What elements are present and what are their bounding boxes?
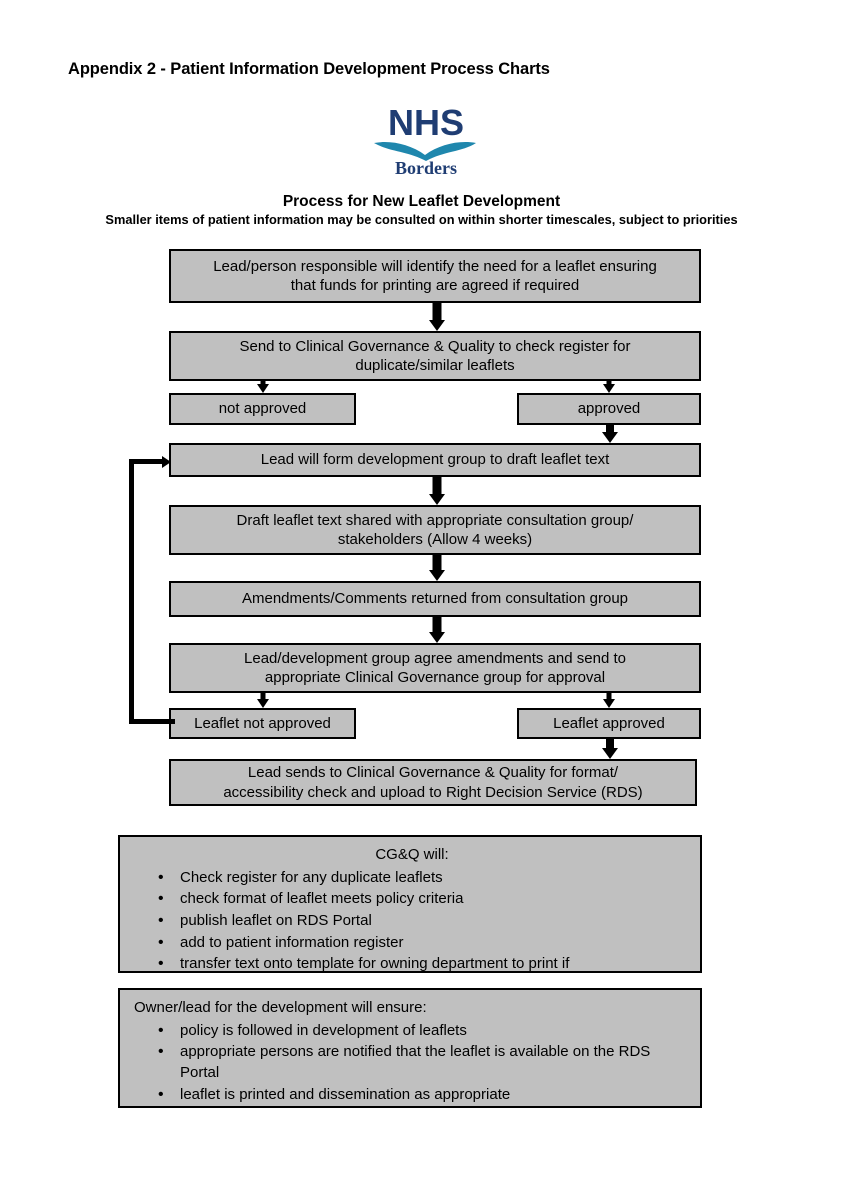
flow-box-step6-line2: appropriate Clinical Governance group fo… — [264, 669, 606, 686]
flow-box-step7-line1: Lead sends to Clinical Governance & Qual… — [247, 764, 619, 781]
panel-owner-lead-list: policy is followed in development of lea… — [134, 1020, 690, 1106]
flow-box-step1-line2: that funds for printing are agreed if re… — [290, 277, 580, 294]
flow-box-step5: Amendments/Comments returned from consul… — [169, 581, 701, 617]
panel-owner-lead-heading: Owner/lead for the development will ensu… — [134, 999, 427, 1016]
flow-box-step7: Lead sends to Clinical Governance & Qual… — [169, 759, 697, 806]
list-item: appropriate persons are notified that th… — [158, 1041, 690, 1083]
flow-box-step2: Send to Clinical Governance & Quality to… — [169, 331, 701, 381]
flow-box-leaflet-not-approved-label: Leaflet not approved — [194, 714, 331, 732]
flow-box-step6: Lead/development group agree amendments … — [169, 643, 701, 693]
flow-box-step3-label: Lead will form development group to draf… — [260, 451, 610, 469]
nhs-swoosh-icon — [374, 142, 476, 161]
list-item: check format of leaflet meets policy cri… — [158, 888, 690, 910]
list-item: Check register for any duplicate leaflet… — [158, 867, 690, 889]
flow-box-leaflet-approved-label: Leaflet approved — [553, 714, 665, 732]
flow-box-step4-line2: stakeholders (Allow 4 weeks) — [337, 531, 533, 548]
nhs-borders-logo: NHS Borders — [370, 98, 482, 178]
flow-box-step4-line1: Draft leaflet text shared with appropria… — [236, 511, 634, 529]
list-item: publish leaflet on RDS Portal — [158, 910, 690, 932]
arrow-step6-to-leaflet-not-approved — [255, 693, 271, 708]
list-item: leaflet is printed and dissemination as … — [158, 1084, 690, 1106]
flow-box-approved-label: approved — [577, 400, 641, 418]
panel-cgq-list: Check register for any duplicate leaflet… — [134, 867, 690, 975]
flow-box-step6-line1: Lead/development group agree amendments … — [244, 649, 626, 667]
feedback-loop-arrowhead-icon — [162, 455, 171, 468]
feedback-loop-connector — [125, 455, 185, 730]
list-item: transfer text onto template for owning d… — [158, 953, 690, 975]
nhs-logo-secondary-text: Borders — [395, 158, 457, 176]
arrow-step3-to-step4 — [427, 477, 447, 505]
flow-box-step5-label: Amendments/Comments returned from consul… — [241, 590, 628, 608]
page-title: Appendix 2 - Patient Information Develop… — [68, 60, 550, 78]
flow-box-step4: Draft leaflet text shared with appropria… — [169, 505, 701, 555]
nhs-logo-primary-text: NHS — [388, 102, 464, 143]
arrow-step2-to-not-approved — [255, 381, 271, 393]
flow-box-leaflet-approved: Leaflet approved — [517, 708, 701, 739]
flow-box-not-approved-label: not approved — [218, 400, 307, 418]
flow-box-step2-line2: duplicate/similar leaflets — [355, 357, 515, 374]
arrow-step4-to-step5 — [427, 555, 447, 581]
list-item: add to patient information register — [158, 932, 690, 954]
arrow-approved-to-step3 — [600, 425, 620, 443]
flow-box-leaflet-not-approved: Leaflet not approved — [169, 708, 356, 739]
flow-box-step7-line2: accessibility check and upload to Right … — [223, 783, 643, 801]
list-item: policy is followed in development of lea… — [158, 1020, 690, 1042]
arrow-step2-to-approved — [601, 381, 617, 393]
flow-box-not-approved: not approved — [169, 393, 356, 425]
arrow-step1-to-step2 — [427, 303, 447, 331]
panel-cgq-heading: CG&Q will: — [375, 846, 449, 863]
flow-box-step1: Lead/person responsible will identify th… — [169, 249, 701, 303]
flow-box-step3: Lead will form development group to draf… — [169, 443, 701, 477]
arrow-step5-to-step6 — [427, 617, 447, 643]
panel-cgq: CG&Q will: Check register for any duplic… — [118, 835, 702, 975]
flow-box-step1-line1: Lead/person responsible will identify th… — [213, 257, 657, 275]
flow-box-approved: approved — [517, 393, 701, 425]
process-subtitle: Smaller items of patient information may… — [105, 212, 738, 227]
flow-box-step2-line1: Send to Clinical Governance & Quality to… — [239, 337, 631, 355]
feedback-loop-top-segment — [129, 459, 163, 464]
panel-owner-lead: Owner/lead for the development will ensu… — [118, 988, 702, 1108]
feedback-loop-bottom-segment — [129, 719, 175, 724]
arrow-leaflet-approved-to-step7 — [600, 739, 620, 759]
feedback-loop-vertical-segment — [129, 459, 134, 724]
process-title: Process for New Leaflet Development — [282, 193, 561, 210]
arrow-step6-to-leaflet-approved — [601, 693, 617, 708]
